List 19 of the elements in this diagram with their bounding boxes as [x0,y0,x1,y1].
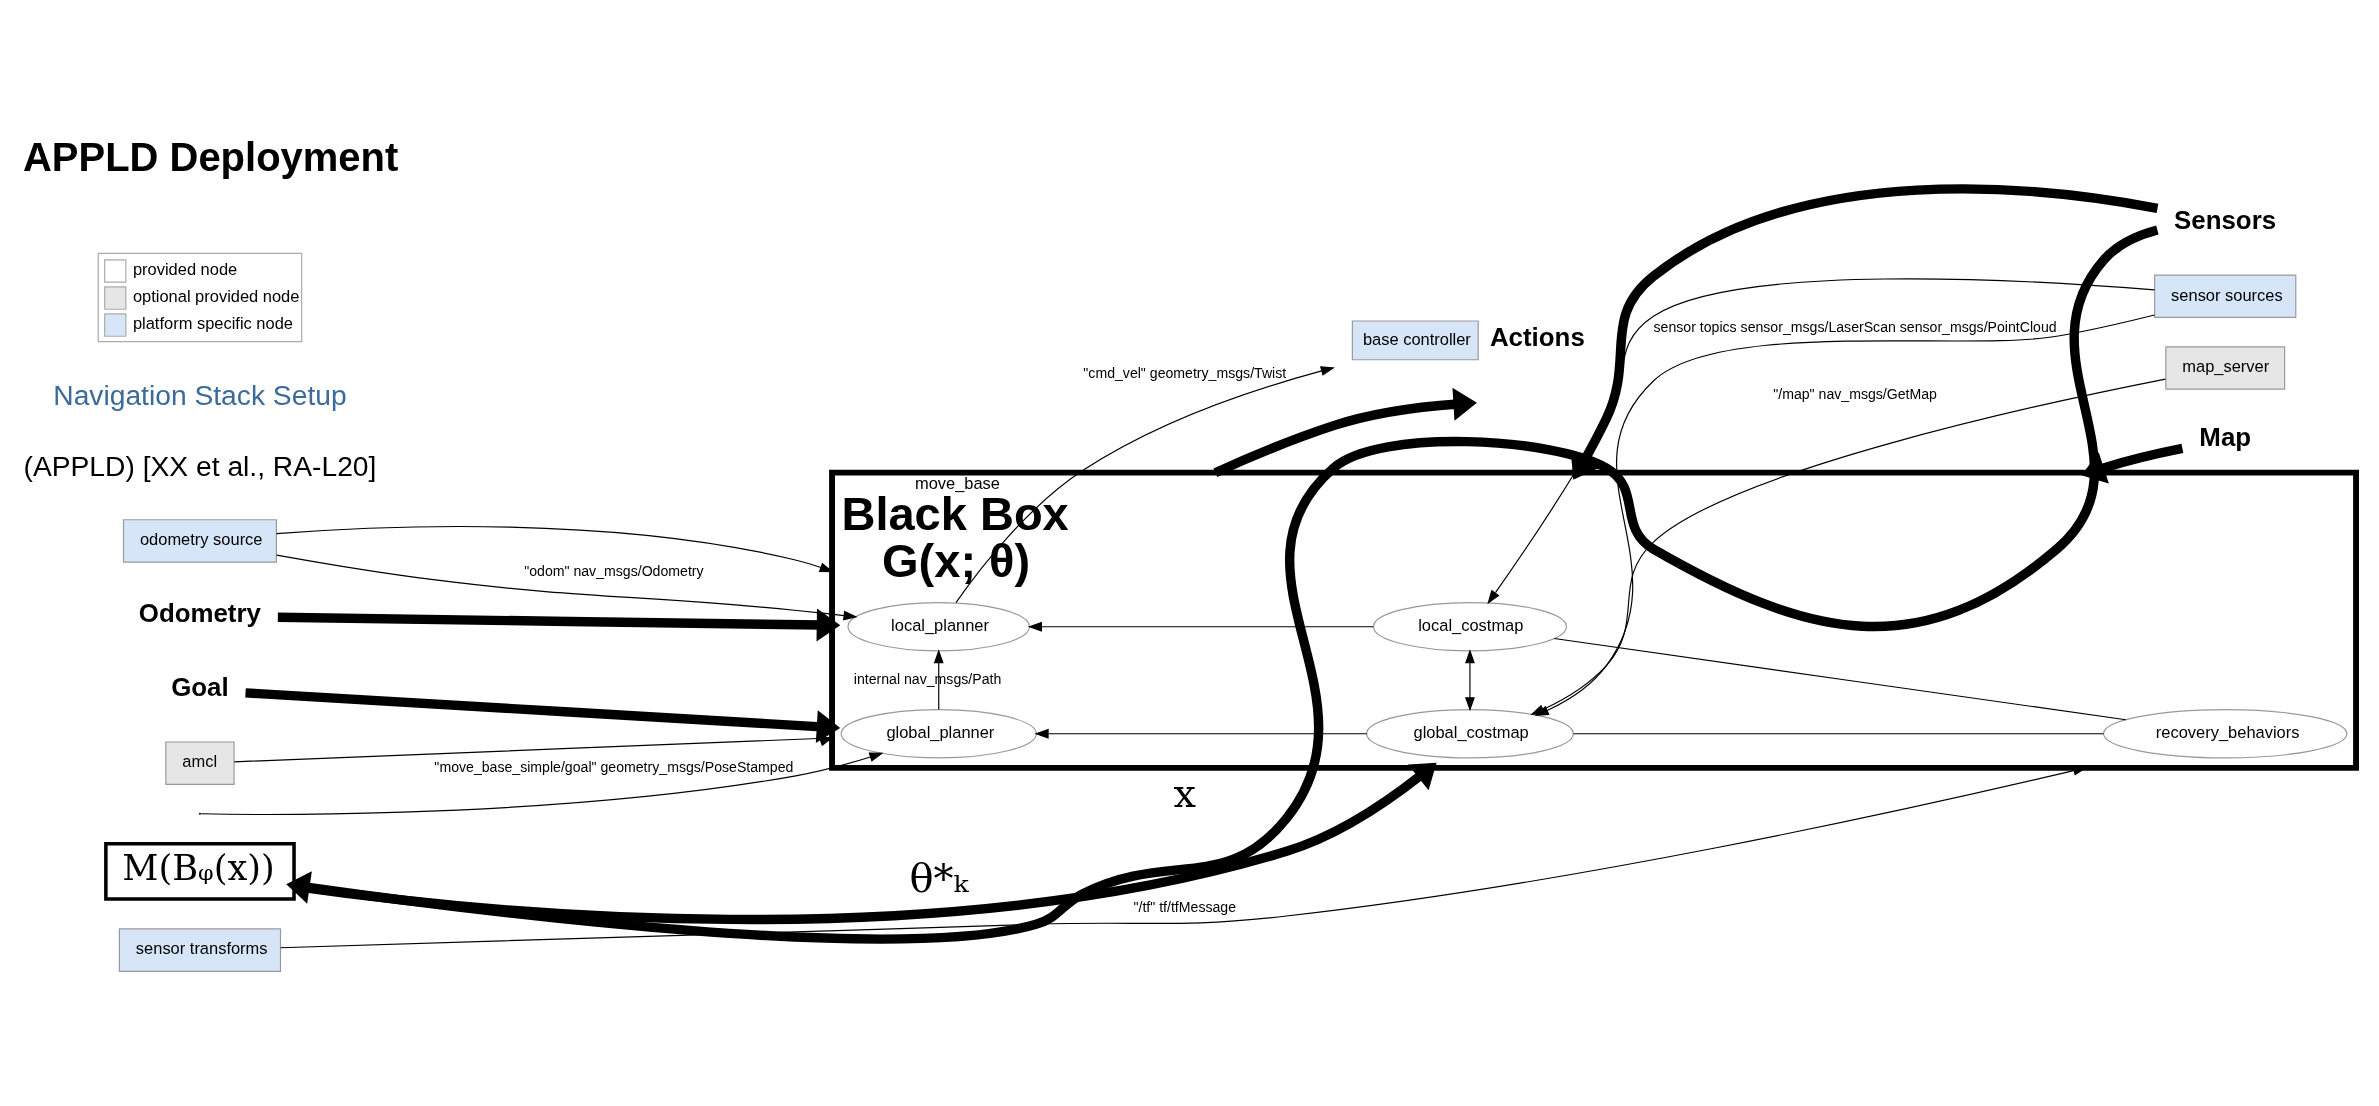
edge-label: θ*ₖ [909,854,969,901]
edge-label: "/map" nav_msgs/GetMap [1773,385,1937,402]
legend-label: provided node [132,259,238,278]
edge-label: "odom" nav_msgs/Odometry [524,562,704,579]
label: (APPLD) [XX et al., RA-L20] [23,449,377,482]
node-text: Goal [171,672,229,701]
edge-label: "move_base_simple/goal" geometry_msgs/PoseStamped [434,758,794,775]
node-text: Odometry [138,598,261,627]
legend-label: optional provided node [132,286,300,305]
node-label: Actions [1489,322,1585,351]
node-text: Sensors [2174,205,2277,234]
node-text: Map [2199,422,2252,451]
edge-label: x [1173,769,1197,816]
label: Navigation Stack Setup [53,378,347,411]
edge-label: "/tf" tf/tfMessage [1133,898,1237,915]
legend-label: platform specific node [132,313,293,332]
edge-label: "cmd_vel" geometry_msgs/Twist [1083,364,1287,381]
edge-label: sensor topics sensor_msgs/LaserScan sensor_msgs/PointCloud [1653,318,2057,335]
diagram-title: APPLD Deployment [22,134,399,179]
